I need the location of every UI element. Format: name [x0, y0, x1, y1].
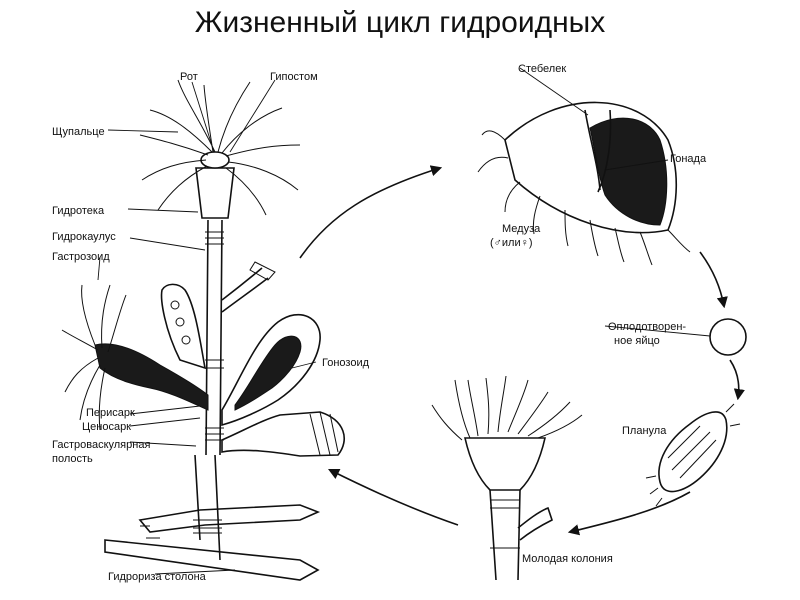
upper-right-bud-icon: [221, 261, 276, 313]
label-medusa-1: Медуза: [502, 223, 541, 235]
gastrozoid-icon: [61, 284, 209, 431]
hydroid-colony: [61, 79, 346, 581]
label-coenosarc: Ценосарк: [82, 421, 131, 433]
planula-icon: [645, 403, 741, 507]
label-young-colony: Молодая колония: [522, 553, 613, 565]
label-gonad: Гонада: [670, 153, 707, 165]
gonozoid-icon: [221, 313, 321, 427]
leader-lines: [97, 67, 711, 575]
label-egg-2: ное яйцо: [614, 335, 660, 347]
label-gonozoid: Гонозоид: [322, 357, 370, 369]
label-gastrovascular-1: Гастроваскулярная: [52, 439, 150, 451]
cycle-arrow-planula-to-young-colony: [567, 491, 691, 536]
label-tentacle: Щупальце: [52, 126, 105, 138]
label-gastrovascular-2: полость: [52, 453, 93, 465]
medusa-icon: [477, 101, 691, 266]
cycle-arrow-egg-to-planula: [729, 359, 745, 401]
label-hydrocaulus: Гидрокаулус: [52, 231, 116, 243]
cycle-arrow-young-colony-to-colony: [327, 468, 459, 526]
cycle-arrow-colony-to-medusa: [299, 165, 443, 259]
label-planula: Планула: [622, 425, 667, 437]
hydrocaulus-icon: [205, 219, 224, 456]
label-peduncle: Стебелек: [518, 63, 566, 75]
label-egg-1: Оплодотворен-: [608, 321, 686, 333]
stolon-icon: [104, 454, 321, 581]
gonotheca-upper-left-icon: [160, 283, 207, 370]
label-perisarc: Перисарк: [86, 407, 135, 419]
slide-title: Жизненный цикл гидроидных: [194, 6, 606, 39]
label-mouth: Рот: [180, 71, 198, 83]
label-hypostome: Гипостом: [270, 71, 318, 83]
gonotheca-lower-right-icon: [221, 411, 346, 457]
top-hydranth-icon: [139, 79, 301, 219]
cycle-arrow-medusa-to-egg: [699, 251, 728, 309]
label-hydrotheca: Гидротека: [52, 205, 105, 217]
young-colony-icon: [431, 375, 583, 581]
label-hydrorhiza: Гидрориза столона: [108, 571, 207, 583]
fertilized-egg-icon: [709, 318, 747, 356]
label-medusa-2: (♂или♀): [490, 237, 533, 249]
label-gastrozoid: Гастрозоид: [52, 251, 110, 263]
